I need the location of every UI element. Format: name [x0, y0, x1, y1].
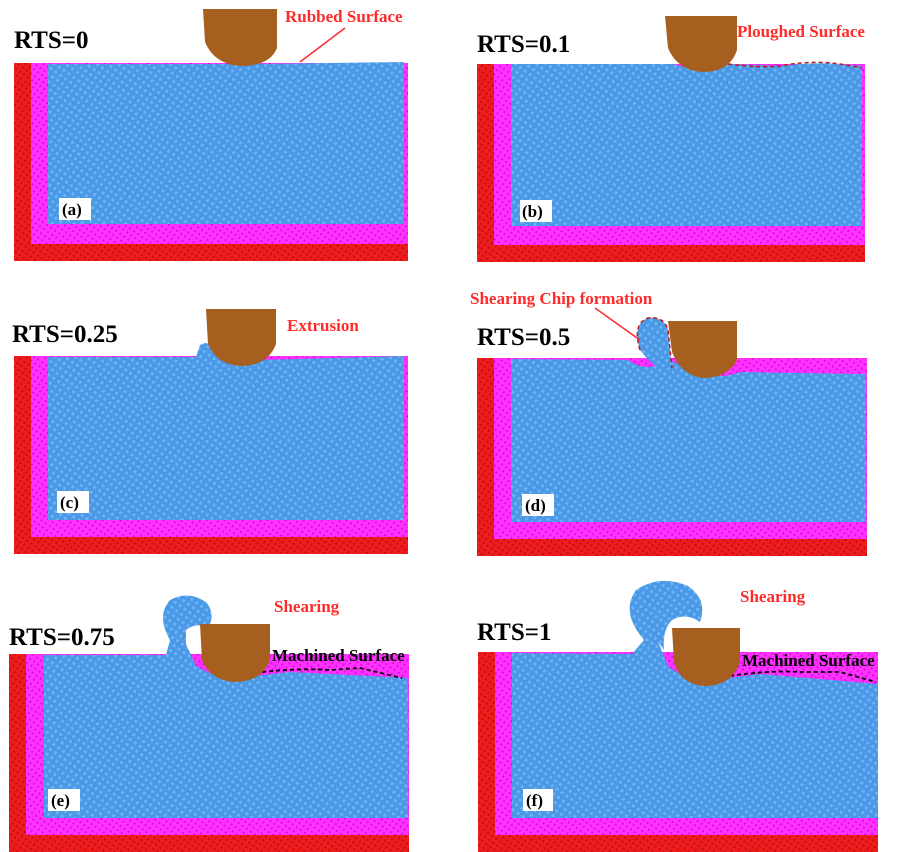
rts-label: RTS=0 — [14, 27, 89, 54]
panel-c: RTS=0.25 Extrusion (c) — [12, 309, 408, 554]
cutting-tool-icon — [203, 9, 277, 66]
rts-label: RTS=0.5 — [477, 324, 570, 351]
annotation-leader — [595, 308, 640, 340]
panel-b: RTS=0.1 Ploughed Surface (b) — [477, 16, 865, 262]
annotation-label-secondary: Machined Surface — [742, 651, 875, 670]
panel-tag: (d) — [525, 496, 546, 515]
annotation-label-secondary: Machined Surface — [272, 646, 405, 665]
workpiece — [48, 62, 404, 224]
cutting-tool-icon — [665, 16, 737, 72]
rts-label: RTS=0.1 — [477, 31, 570, 58]
rts-label: RTS=0.25 — [12, 321, 118, 348]
annotation-label: Shearing — [740, 587, 806, 606]
panel-f: RTS=1 Shearing Machined Surface (f) — [477, 581, 878, 852]
panel-a: RTS=0 Rubbed Surface (a) — [14, 7, 408, 261]
annotation-label: Shearing Chip formation — [470, 289, 653, 308]
rts-label: RTS=1 — [477, 619, 552, 646]
panel-tag: (a) — [62, 200, 82, 219]
panel-tag: (c) — [60, 493, 79, 512]
rts-label: RTS=0.75 — [9, 624, 115, 651]
annotation-leader — [300, 28, 345, 62]
panel-tag: (b) — [522, 202, 543, 221]
annotation-label: Ploughed Surface — [737, 22, 865, 41]
panel-d: RTS=0.5 Shearing Chip formation (d) — [470, 289, 867, 556]
workpiece — [511, 63, 862, 226]
annotation-label: Rubbed Surface — [285, 7, 403, 26]
panel-tag: (e) — [51, 791, 70, 810]
panel-tag: (f) — [526, 791, 543, 810]
workpiece — [511, 359, 866, 522]
annotation-label: Shearing — [274, 597, 340, 616]
panel-e: RTS=0.75 Shearing Machined Surface (e) — [9, 595, 409, 852]
workpiece — [48, 343, 404, 520]
annotation-label: Extrusion — [287, 316, 359, 335]
